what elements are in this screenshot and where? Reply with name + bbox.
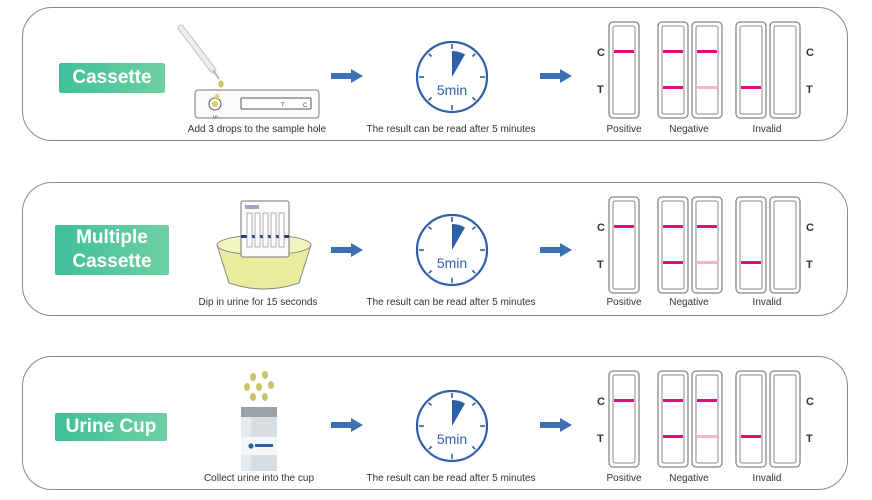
negative-caption: Negative [669, 124, 709, 135]
c-marker-right: C [806, 47, 814, 59]
urine-cup-step2-caption: The result can be read after 5 minutes [366, 473, 536, 484]
invalid-strip-1 [735, 196, 767, 294]
cassette-mark-s: S [211, 115, 217, 119]
arrow-icon [331, 69, 363, 83]
c-marker-right: C [806, 396, 814, 408]
cassette-step1-caption: Add 3 drops to the sample hole [187, 124, 327, 135]
negative-strip-2 [691, 21, 723, 119]
t-marker-left: T [597, 259, 604, 271]
arrow-icon [540, 69, 572, 83]
positive-caption: Positive [606, 297, 642, 308]
t-marker-right: T [806, 433, 813, 445]
multi-test-card-icon [240, 200, 290, 258]
multiple-cassette-panel: Multiple Cassette Dip in urine for 15 se… [22, 182, 848, 316]
negative-strip-2 [691, 196, 723, 294]
t-marker-left: T [597, 433, 604, 445]
timer-clock-icon: 5min [415, 389, 489, 463]
c-marker-right: C [806, 222, 814, 234]
negative-strip-2 [691, 370, 723, 468]
urine-cup-panel: Urine Cup Collect urine into the cup [22, 356, 848, 490]
multiple-cassette-label: Multiple Cassette [55, 225, 169, 275]
cassette-label-text: Cassette [72, 67, 152, 88]
cup-icon [241, 407, 277, 471]
dropper-icon [177, 24, 224, 88]
drop-icon [218, 80, 224, 88]
positive-strip [608, 21, 640, 119]
t-marker-right: T [806, 259, 813, 271]
arrow-icon [331, 243, 363, 257]
invalid-strip-2 [769, 21, 801, 119]
dip-bowl-illustration [216, 200, 312, 290]
cassette-mark-t: T [281, 103, 285, 109]
cassette-label: Cassette [59, 63, 165, 93]
invalid-strip-2 [769, 370, 801, 468]
timer-clock-icon: 5min [415, 40, 489, 114]
cassette-device: S T C [194, 89, 320, 119]
urine-cup-step1-caption: Collect urine into the cup [203, 473, 315, 484]
t-marker-right: T [806, 84, 813, 96]
urine-cup-illustration [241, 371, 277, 471]
timer-text: 5min [437, 431, 467, 447]
cassette-panel: Cassette S T C Add 3 drops to the sample… [22, 7, 848, 141]
timer-clock-icon: 5min [415, 213, 489, 287]
c-marker-left: C [597, 222, 605, 234]
t-marker-left: T [597, 84, 604, 96]
positive-strip [608, 370, 640, 468]
positive-caption: Positive [606, 124, 642, 135]
c-marker-left: C [597, 47, 605, 59]
negative-strip-1 [657, 196, 689, 294]
negative-strip-1 [657, 370, 689, 468]
invalid-strip-1 [735, 21, 767, 119]
invalid-strip-1 [735, 370, 767, 468]
invalid-strip-2 [769, 196, 801, 294]
multiple-cassette-label-line2: Cassette [72, 251, 152, 272]
negative-caption: Negative [669, 473, 709, 484]
timer-text: 5min [437, 82, 467, 98]
results-illustration: C T C T [597, 196, 814, 294]
multiple-cassette-step1-caption: Dip in urine for 15 seconds [198, 297, 318, 308]
dropper-cassette-illustration: S T C [177, 24, 320, 119]
cassette-mark-c: C [303, 103, 308, 109]
cassette-step2-caption: The result can be read after 5 minutes [366, 124, 536, 135]
multiple-cassette-label-line1: Multiple [76, 227, 148, 248]
invalid-caption: Invalid [752, 124, 782, 135]
urine-cup-label: Urine Cup [55, 413, 167, 441]
results-illustration: C T C T [597, 21, 814, 119]
arrow-icon [540, 418, 572, 432]
negative-caption: Negative [669, 297, 709, 308]
positive-caption: Positive [606, 473, 642, 484]
invalid-caption: Invalid [752, 297, 782, 308]
arrow-icon [540, 243, 572, 257]
invalid-caption: Invalid [752, 473, 782, 484]
arrow-icon [331, 418, 363, 432]
positive-strip [608, 196, 640, 294]
timer-text: 5min [437, 255, 467, 271]
negative-strip-1 [657, 21, 689, 119]
urine-drops-icon [244, 371, 274, 401]
multiple-cassette-step2-caption: The result can be read after 5 minutes [366, 297, 536, 308]
results-illustration: C T C T [597, 370, 814, 468]
urine-cup-label-text: Urine Cup [65, 416, 157, 437]
c-marker-left: C [597, 396, 605, 408]
